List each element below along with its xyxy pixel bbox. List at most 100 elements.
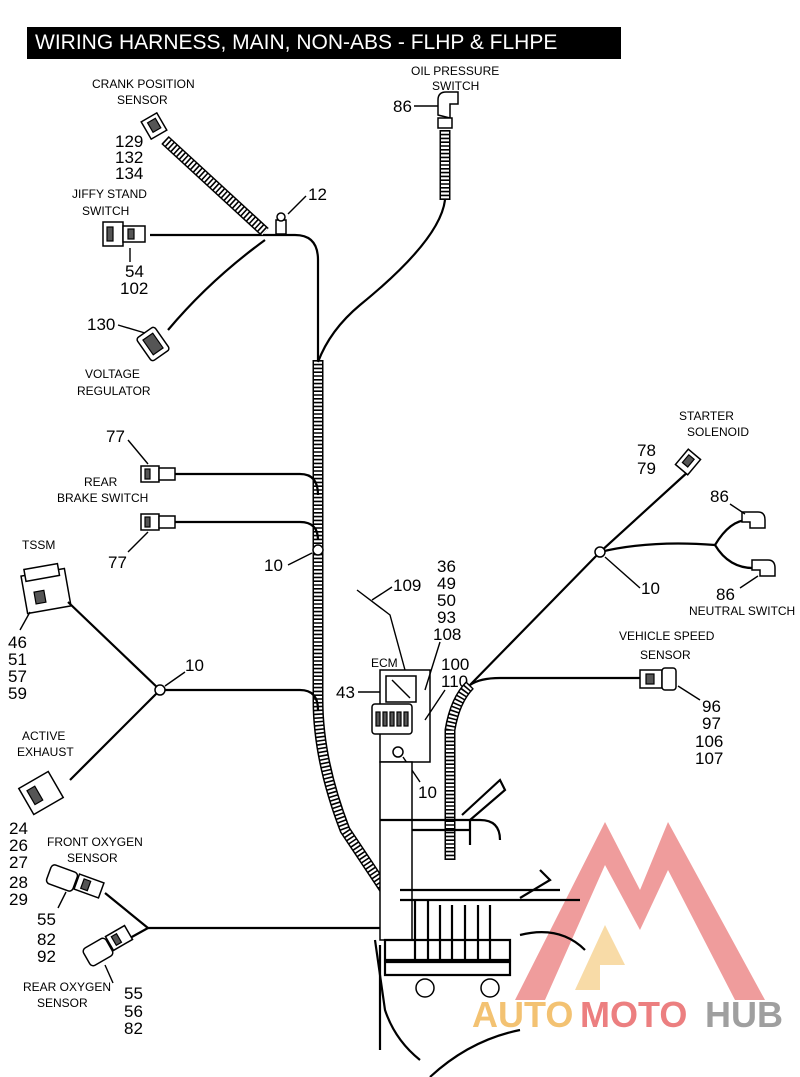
ecm-ref-right-2: 49 <box>437 574 456 593</box>
starter-label-2: SOLENOID <box>687 425 749 439</box>
oil-pressure-branch <box>316 130 451 363</box>
watermark-text-hub: HUB <box>705 994 783 1035</box>
neutral-switch-icon-upper <box>741 511 766 529</box>
clip-12-icon <box>275 212 287 235</box>
front-oxygen-sensor-icon <box>45 864 105 899</box>
rear-brake-label-2: BRAKE SWITCH <box>57 491 148 505</box>
ecm-ref-right-4: 93 <box>437 608 456 627</box>
watermark-logo <box>515 822 765 1000</box>
voltage-regulator-wire <box>167 239 266 331</box>
starter-label-1: STARTER <box>679 409 734 423</box>
neutral-wire-upper <box>714 518 749 546</box>
vehicle-speed-ref-1: 96 <box>702 697 721 716</box>
ecm-ref-right-3: 50 <box>437 591 456 610</box>
crank-ref-2: 132 <box>115 148 143 167</box>
crank-ref-3: 134 <box>115 164 143 183</box>
rear-oxygen-ref-1: 55 <box>124 984 143 1003</box>
vehicle-speed-label-2: SENSOR <box>640 648 691 662</box>
rear-brake-ref-top: 77 <box>106 427 125 446</box>
oil-pressure-label-2: SWITCH <box>432 79 479 93</box>
crank-position-sensor-icon <box>140 111 168 141</box>
clip-mid-ref: 10 <box>264 556 283 575</box>
ecm-ref-conn-1: 100 <box>441 655 469 674</box>
voltage-label-2: REGULATOR <box>77 384 151 398</box>
starter-solenoid-icon <box>674 448 702 476</box>
active-exhaust-ref-1: 24 <box>9 819 28 838</box>
ecm-ref-conn-2: 110 <box>441 672 468 691</box>
jiffy-stand-switch-icon <box>102 221 146 247</box>
front-oxygen-wire <box>104 892 385 930</box>
front-oxygen-ref-1: 55 <box>37 910 56 929</box>
ecm-label: ECM <box>371 656 398 670</box>
active-exhaust-wire <box>69 689 161 781</box>
oil-pressure-label-1: OIL PRESSURE <box>411 64 499 78</box>
diagram-title: WIRING HARNESS, MAIN, NON-ABS - FLHP & F… <box>27 27 621 59</box>
clip-right-icon <box>594 546 606 558</box>
neutral-switch-icon-lower <box>751 559 776 577</box>
rear-brake-wire-bottom <box>175 520 320 541</box>
active-exhaust-icon <box>17 770 65 816</box>
vehicle-speed-ref-2: 97 <box>702 714 721 733</box>
rear-oxygen-ref-3: 82 <box>124 1019 143 1038</box>
ecm-ref-right-5: 108 <box>433 625 461 644</box>
clip-right-ref: 10 <box>641 579 660 598</box>
ecm-ref-left: 43 <box>336 683 355 702</box>
voltage-regulator-icon <box>136 326 170 362</box>
starter-ref-2: 79 <box>637 459 656 478</box>
clip-left-ref: 10 <box>185 656 204 675</box>
oil-pressure-ref: 86 <box>393 97 412 116</box>
jiffy-label-1: JIFFY STAND <box>72 187 147 201</box>
jiffy-ref-2: 102 <box>120 279 148 298</box>
crank-sensor-branch <box>161 135 269 237</box>
frame-structure <box>373 761 586 1077</box>
rear-oxygen-label-2: SENSOR <box>37 996 88 1010</box>
ecm-ref-right-1: 36 <box>437 557 456 576</box>
active-exhaust-ref-3: 27 <box>9 853 28 872</box>
neutral-ref-top: 86 <box>710 487 729 506</box>
tssm-ref-3: 57 <box>8 667 27 686</box>
crank-label-2: SENSOR <box>117 93 168 107</box>
jiffy-ref-1: 54 <box>125 262 144 281</box>
voltage-label-1: VOLTAGE <box>85 367 140 381</box>
front-oxygen-ref-3: 92 <box>37 947 56 966</box>
active-exhaust-ref-4: 28 <box>9 873 28 892</box>
rear-oxygen-wire <box>129 927 149 939</box>
main-trunk <box>150 233 390 894</box>
active-exhaust-ref-2: 26 <box>9 836 28 855</box>
rear-oxygen-sensor-icon <box>82 924 134 967</box>
crank-label-1: CRANK POSITION <box>92 77 195 91</box>
rear-oxygen-ref-2: 56 <box>124 1002 143 1021</box>
clip-left-icon <box>154 684 166 696</box>
rear-oxygen-label-1: REAR OXYGEN <box>23 980 111 994</box>
ecm-ref-clip: 10 <box>418 783 437 802</box>
rear-brake-switch-icon-top <box>140 465 176 483</box>
rear-brake-switch-icon-bottom <box>140 513 176 531</box>
active-exhaust-label-2: EXHAUST <box>17 745 74 759</box>
watermark-triangle-shape <box>515 822 765 1000</box>
front-oxygen-label-1: FRONT OXYGEN <box>47 835 143 849</box>
vehicle-speed-ref-4: 107 <box>695 749 723 768</box>
tssm-label: TSSM <box>22 538 55 552</box>
rear-brake-wire-top <box>175 472 320 496</box>
right-branch <box>444 469 691 860</box>
tssm-ref-2: 51 <box>8 650 27 669</box>
starter-ref-1: 78 <box>637 441 656 460</box>
watermark-text-moto: MOTO <box>580 994 687 1035</box>
left-branch-wire <box>160 688 320 711</box>
crank-ref-1: 129 <box>115 132 143 151</box>
ecm-icon <box>371 669 431 763</box>
neutral-label: NEUTRAL SWITCH <box>689 604 795 618</box>
jiffy-label-2: SWITCH <box>82 204 129 218</box>
active-exhaust-label-1: ACTIVE <box>22 729 65 743</box>
watermark-text: AUTO MOTO HUB <box>472 994 783 1035</box>
front-oxygen-ref-2: 82 <box>37 930 56 949</box>
ecm-ref-strap: 109 <box>393 576 421 595</box>
tssm-ref-4: 59 <box>8 684 27 703</box>
clip-top-ref: 12 <box>308 185 327 204</box>
vehicle-speed-ref-3: 106 <box>695 732 723 751</box>
voltage-regulator-ref: 130 <box>87 315 115 334</box>
rear-brake-ref-bottom: 77 <box>108 553 127 572</box>
vehicle-speed-sensor-icon <box>639 667 677 691</box>
watermark-text-auto: AUTO <box>472 994 573 1035</box>
